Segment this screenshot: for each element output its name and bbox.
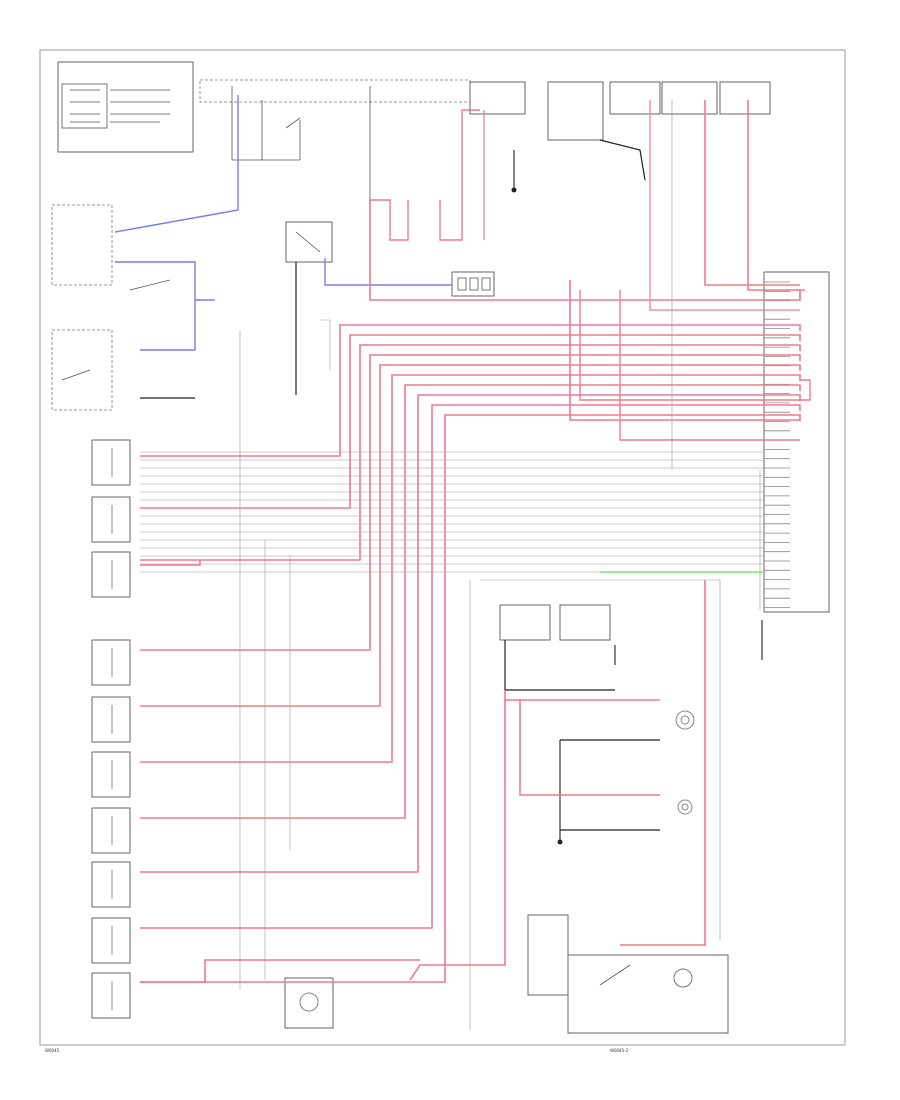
pink-harness-9 bbox=[140, 404, 801, 929]
pink-mid-loop-3 bbox=[619, 290, 800, 441]
center-sensor-pair bbox=[499, 604, 616, 665]
center-sensor-right bbox=[559, 604, 611, 641]
top-switch-1 bbox=[469, 81, 526, 115]
light-switch-box bbox=[51, 329, 113, 411]
pink-right-feed-1 bbox=[649, 100, 800, 311]
pink-mid-loop-1 bbox=[569, 280, 800, 421]
pink-speaker-2 bbox=[519, 700, 660, 796]
center-sensor-left bbox=[499, 604, 551, 641]
top-switch-4 bbox=[661, 81, 718, 115]
diagram-frame bbox=[39, 49, 846, 1046]
wires-pink bbox=[140, 100, 811, 983]
top-switch-3 bbox=[609, 81, 661, 115]
hot-at-legend bbox=[57, 61, 194, 153]
pink-mid-loop-2 bbox=[579, 290, 811, 401]
pink-harness-8 bbox=[140, 394, 801, 873]
left-sensor-9 bbox=[91, 917, 131, 964]
relay-center bbox=[285, 221, 333, 263]
wires-black bbox=[140, 139, 660, 831]
left-sensor-8 bbox=[91, 861, 131, 908]
bottom-module-left bbox=[527, 914, 569, 996]
left-sensor-1 bbox=[91, 439, 131, 486]
pink-right-feed-2 bbox=[704, 100, 800, 286]
left-switch-stack bbox=[51, 204, 171, 411]
pink-speaker-1 bbox=[504, 690, 660, 701]
pink-sensor-3 bbox=[140, 560, 201, 566]
pink-harness-1 bbox=[140, 324, 801, 457]
pink-harness-2 bbox=[140, 334, 801, 509]
blue-wire-4 bbox=[324, 258, 452, 286]
left-sensor-6 bbox=[91, 751, 131, 798]
bottom-module-right bbox=[567, 954, 729, 1034]
connector-block bbox=[451, 271, 495, 297]
gray-drop-6 bbox=[320, 319, 331, 370]
left-sensor-5 bbox=[91, 696, 131, 743]
pink-bottom-1 bbox=[409, 700, 506, 981]
black-wire-3 bbox=[504, 640, 615, 691]
gray-drop-8 bbox=[480, 579, 721, 940]
pink-harness-5 bbox=[140, 364, 801, 707]
black-wire-6 bbox=[599, 139, 646, 181]
ground-symbol-top bbox=[511, 150, 517, 193]
pink-bottom-2 bbox=[620, 580, 706, 946]
cruise-switch-box bbox=[51, 204, 113, 286]
top-switch-2 bbox=[547, 81, 604, 141]
left-sensor-4 bbox=[91, 639, 131, 686]
left-sensor-2 bbox=[91, 496, 131, 543]
bottom-sensor bbox=[284, 977, 334, 1029]
pink-harness-7 bbox=[140, 384, 801, 819]
pink-top-loop-1 bbox=[370, 199, 409, 241]
left-sensor-column bbox=[91, 439, 131, 1019]
speaker-icons bbox=[675, 710, 695, 815]
top-switch-5 bbox=[719, 81, 771, 115]
hot-at-all-times-fuse bbox=[199, 79, 471, 200]
pink-top-loop-2 bbox=[439, 109, 480, 241]
left-sensor-3 bbox=[91, 551, 131, 598]
footer-code-right: W0045-2 bbox=[610, 1048, 629, 1053]
footer-code-left: W0045 bbox=[45, 1048, 60, 1053]
wires-blue bbox=[114, 95, 452, 351]
left-sensor-10 bbox=[91, 972, 131, 1019]
pink-right-feed-3 bbox=[747, 100, 805, 291]
pink-harness-4 bbox=[140, 354, 801, 651]
pink-top-feed-1 bbox=[369, 200, 801, 301]
pink-harness-6 bbox=[140, 374, 801, 763]
left-sensor-7 bbox=[91, 807, 131, 854]
right-connector-strip bbox=[763, 271, 830, 613]
blue-wire-1 bbox=[114, 95, 239, 233]
pink-bottom-3 bbox=[140, 959, 420, 983]
top-switch-row bbox=[469, 81, 771, 141]
wires-gray bbox=[140, 100, 764, 1030]
pink-harness-3 bbox=[140, 344, 801, 561]
bottom-components bbox=[284, 620, 763, 1034]
pink-harness-10 bbox=[140, 414, 801, 983]
ground-symbol-center bbox=[557, 740, 563, 845]
blue-wire-2 bbox=[115, 261, 196, 351]
